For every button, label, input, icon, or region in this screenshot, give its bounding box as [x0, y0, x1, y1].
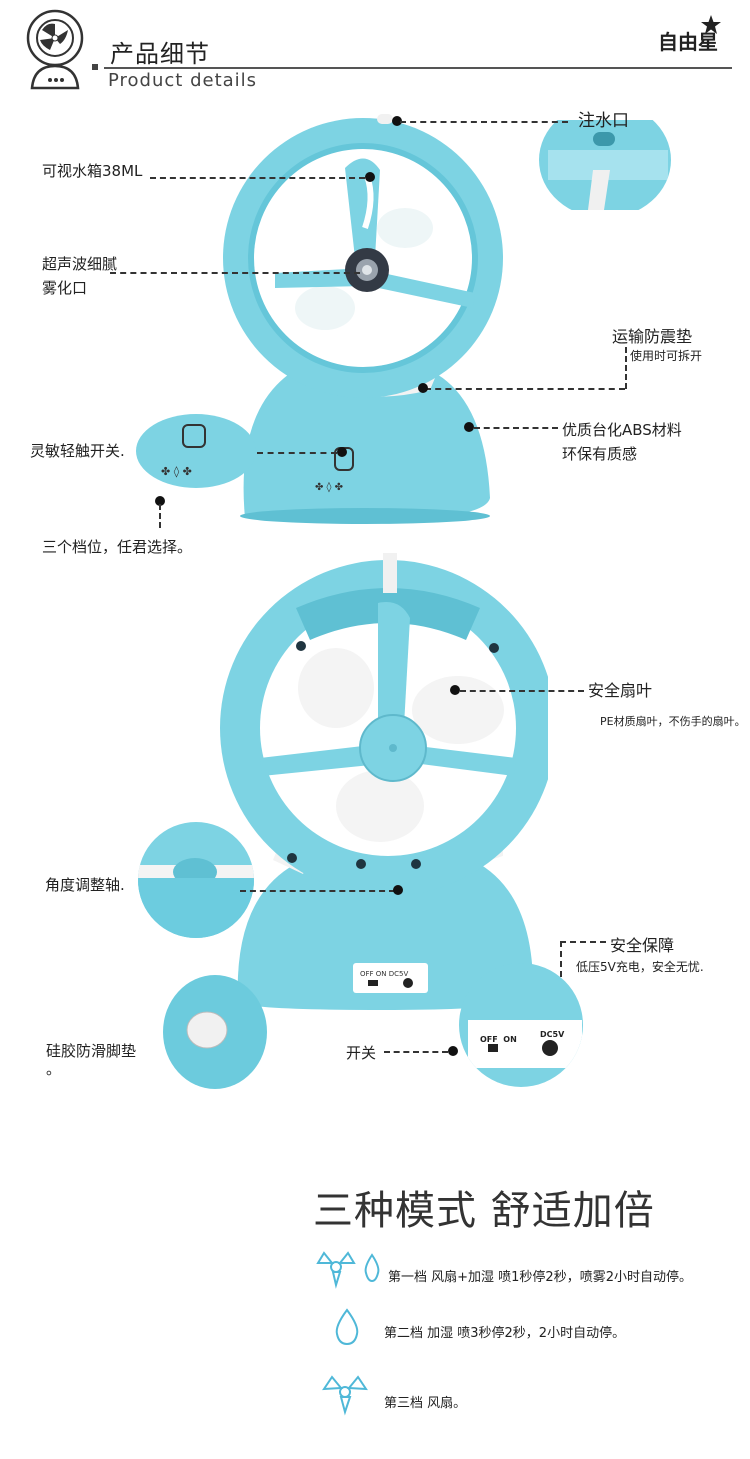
svg-text:✤ ◊ ✤: ✤ ◊ ✤ — [161, 465, 192, 478]
callout-line — [110, 272, 360, 274]
page-subtitle: Product details — [108, 70, 258, 91]
callout-line — [625, 347, 627, 389]
label-material-1: 优质台化ABS材料 — [562, 421, 682, 439]
callout-dot — [464, 422, 474, 432]
callout-line — [400, 121, 568, 123]
callout-dot — [392, 116, 402, 126]
fan-front-illustration: ✤ ◊ ✤ — [223, 114, 503, 524]
brand-mascot-icon — [26, 9, 84, 90]
star-icon — [701, 15, 721, 34]
callout-line — [474, 427, 558, 429]
callout-dot — [418, 383, 428, 393]
label-blade: 安全扇叶 — [588, 681, 653, 700]
callout-line — [150, 177, 365, 179]
mode2-text: 第二档 加湿 喷3秒停2秒，2小时自动停。 — [384, 1326, 626, 1341]
callout-line — [384, 1051, 448, 1053]
callout-line — [460, 690, 584, 692]
label-safety-note: 低压5V充电，安全无忧. — [576, 960, 704, 974]
fan-mist-icon — [316, 1251, 380, 1289]
label-three-levels: 三个档位，任君选择。 — [42, 538, 193, 556]
callout-line — [560, 941, 606, 943]
fan-icon — [322, 1375, 368, 1416]
callout-dot — [155, 496, 165, 506]
touch-switch-inset: ✤ ◊ ✤ — [136, 414, 256, 488]
callout-dot — [450, 685, 460, 695]
label-angle-axis: 角度调整轴. — [45, 876, 125, 894]
fill-port-inset — [539, 102, 671, 218]
page-title: 产品细节 — [110, 40, 210, 68]
fan-back-illustration: OFF ON DC5V — [220, 553, 548, 1010]
label-switch: 开关 — [346, 1044, 377, 1062]
label-material-2: 环保有质感 — [562, 445, 638, 463]
svg-text:✤ ◊ ✤: ✤ ◊ ✤ — [315, 481, 343, 493]
label-fill-port: 注水口 — [578, 111, 629, 131]
label-back-off-on: OFF ON — [480, 1035, 517, 1044]
svg-text:OFF ON DC5V: OFF ON DC5V — [360, 970, 408, 978]
label-atomizer-2: 雾化口 — [42, 279, 88, 297]
label-safety: 安全保障 — [610, 936, 675, 955]
label-silicone-1: 硅胶防滑脚垫 — [46, 1042, 137, 1060]
label-silicone-2: 。 — [46, 1060, 62, 1078]
callout-dot — [365, 172, 375, 182]
label-water-tank: 可视水箱38ML — [42, 162, 143, 180]
angle-axis-inset — [138, 822, 254, 938]
label-touch-switch: 灵敏轻触开关. — [30, 442, 125, 460]
label-shock-pad-note: 使用时可拆开 — [630, 349, 703, 363]
callout-dot — [337, 447, 347, 457]
header-divider — [104, 67, 732, 69]
mode1-text: 第一档 风扇+加湿 喷1秒停2秒，喷雾2小时自动停。 — [388, 1270, 692, 1285]
silicone-pad-inset — [163, 975, 267, 1089]
header-bullet — [92, 64, 98, 70]
back-panel-inset — [459, 963, 583, 1087]
callout-line — [257, 452, 337, 454]
mist-icon — [335, 1308, 359, 1346]
label-blade-note: PE材质扇叶，不伤手的扇叶。 — [600, 715, 746, 728]
callout-line — [240, 890, 395, 892]
modes-title: 三种模式 舒适加倍 — [313, 1188, 655, 1234]
callout-line — [159, 504, 161, 528]
callout-dot — [448, 1046, 458, 1056]
callout-line — [425, 388, 625, 390]
callout-dot — [393, 885, 403, 895]
brand-logo: 自由星 — [658, 30, 718, 54]
label-back-dc: DC5V — [540, 1030, 565, 1039]
mode3-text: 第三档 风扇。 — [384, 1396, 467, 1411]
callout-line — [560, 941, 562, 1007]
label-shock-pad: 运输防震垫 — [612, 327, 693, 346]
label-atomizer-1: 超声波细腻 — [42, 255, 118, 273]
